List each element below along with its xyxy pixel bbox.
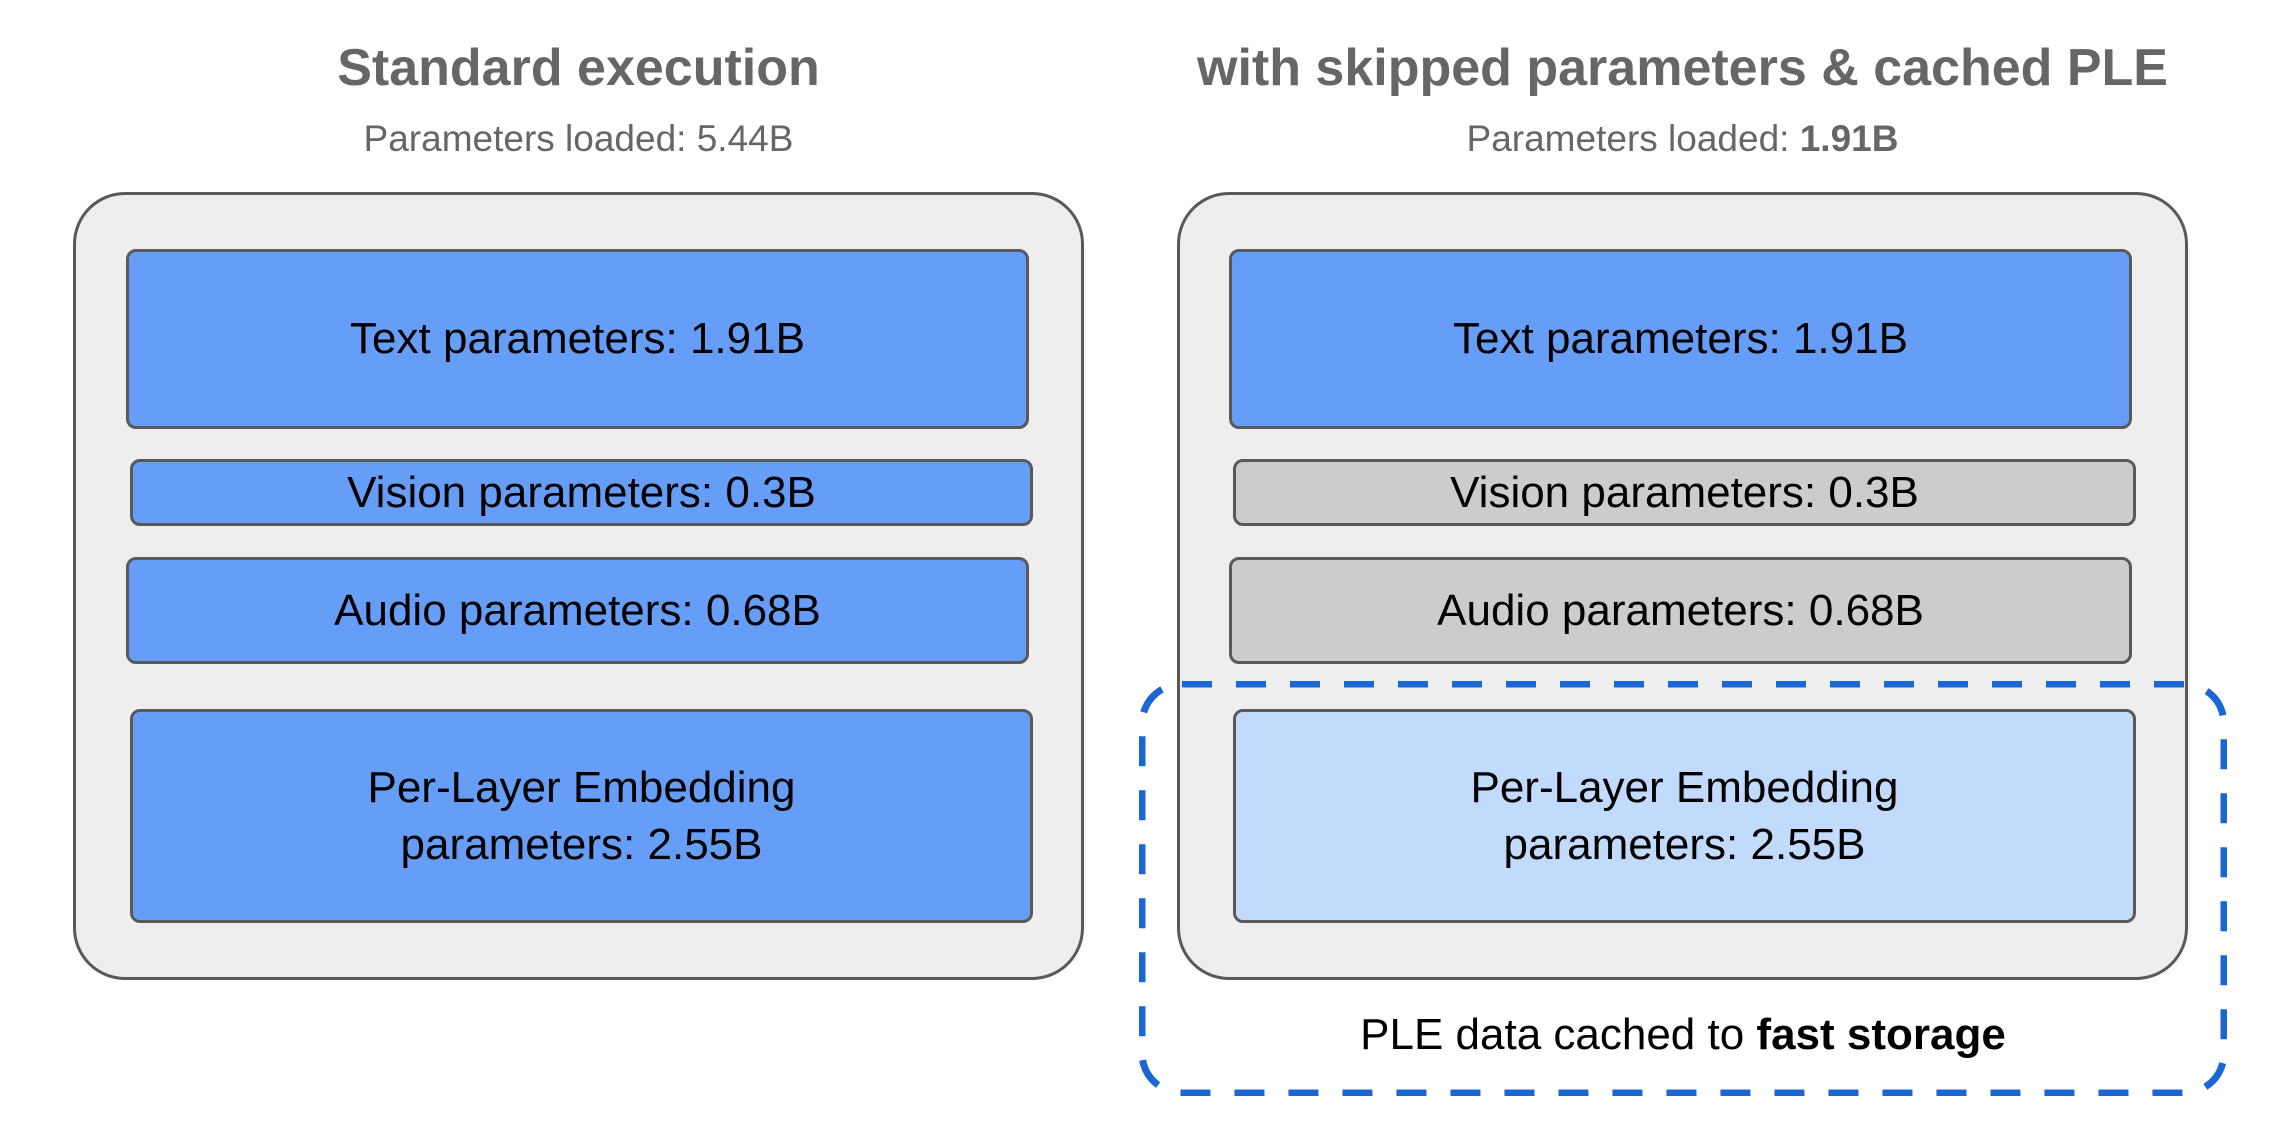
right-subtitle-label: Parameters loaded: [1466, 118, 1800, 159]
cache-caption-text: PLE data cached to [1360, 1010, 1757, 1059]
left-ple-line2: parameters: 2.55B [400, 820, 763, 869]
right-ple-params-block: Per-Layer Embedding parameters: 2.55B [1233, 709, 2136, 923]
left-audio-params-block: Audio parameters: 0.68B [126, 557, 1029, 664]
right-text-params-block: Text parameters: 1.91B [1229, 249, 2132, 429]
right-ple-line2: parameters: 2.55B [1503, 820, 1866, 869]
left-title: Standard execution [337, 39, 820, 97]
cache-dashed-outline [1139, 681, 2227, 1096]
left-subtitle-label: Parameters loaded: [363, 118, 697, 159]
right-ple-line1: Per-Layer Embedding [1470, 762, 1899, 812]
right-audio-params-block: Audio parameters: 0.68B [1229, 557, 2132, 664]
left-vision-params-block: Vision parameters: 0.3B [130, 459, 1033, 526]
right-subtitle: Parameters loaded: 1.91B [1177, 118, 2188, 160]
right-vision-params-block: Vision parameters: 0.3B [1233, 459, 2136, 526]
left-ple-line1: Per-Layer Embedding [367, 762, 796, 812]
left-ple-params-block: Per-Layer Embedding parameters: 2.55B [130, 709, 1033, 923]
cache-caption-bold: fast storage [1756, 1010, 2006, 1059]
left-subtitle: Parameters loaded: 5.44B [73, 118, 1084, 160]
cache-caption: PLE data cached to fast storage [1139, 1010, 2227, 1060]
left-text-params-block: Text parameters: 1.91B [126, 249, 1029, 429]
right-title: with skipped parameters & cached PLE [1197, 39, 2168, 97]
right-subtitle-value: 1.91B [1799, 118, 1899, 159]
left-subtitle-value: 5.44B [696, 118, 794, 159]
